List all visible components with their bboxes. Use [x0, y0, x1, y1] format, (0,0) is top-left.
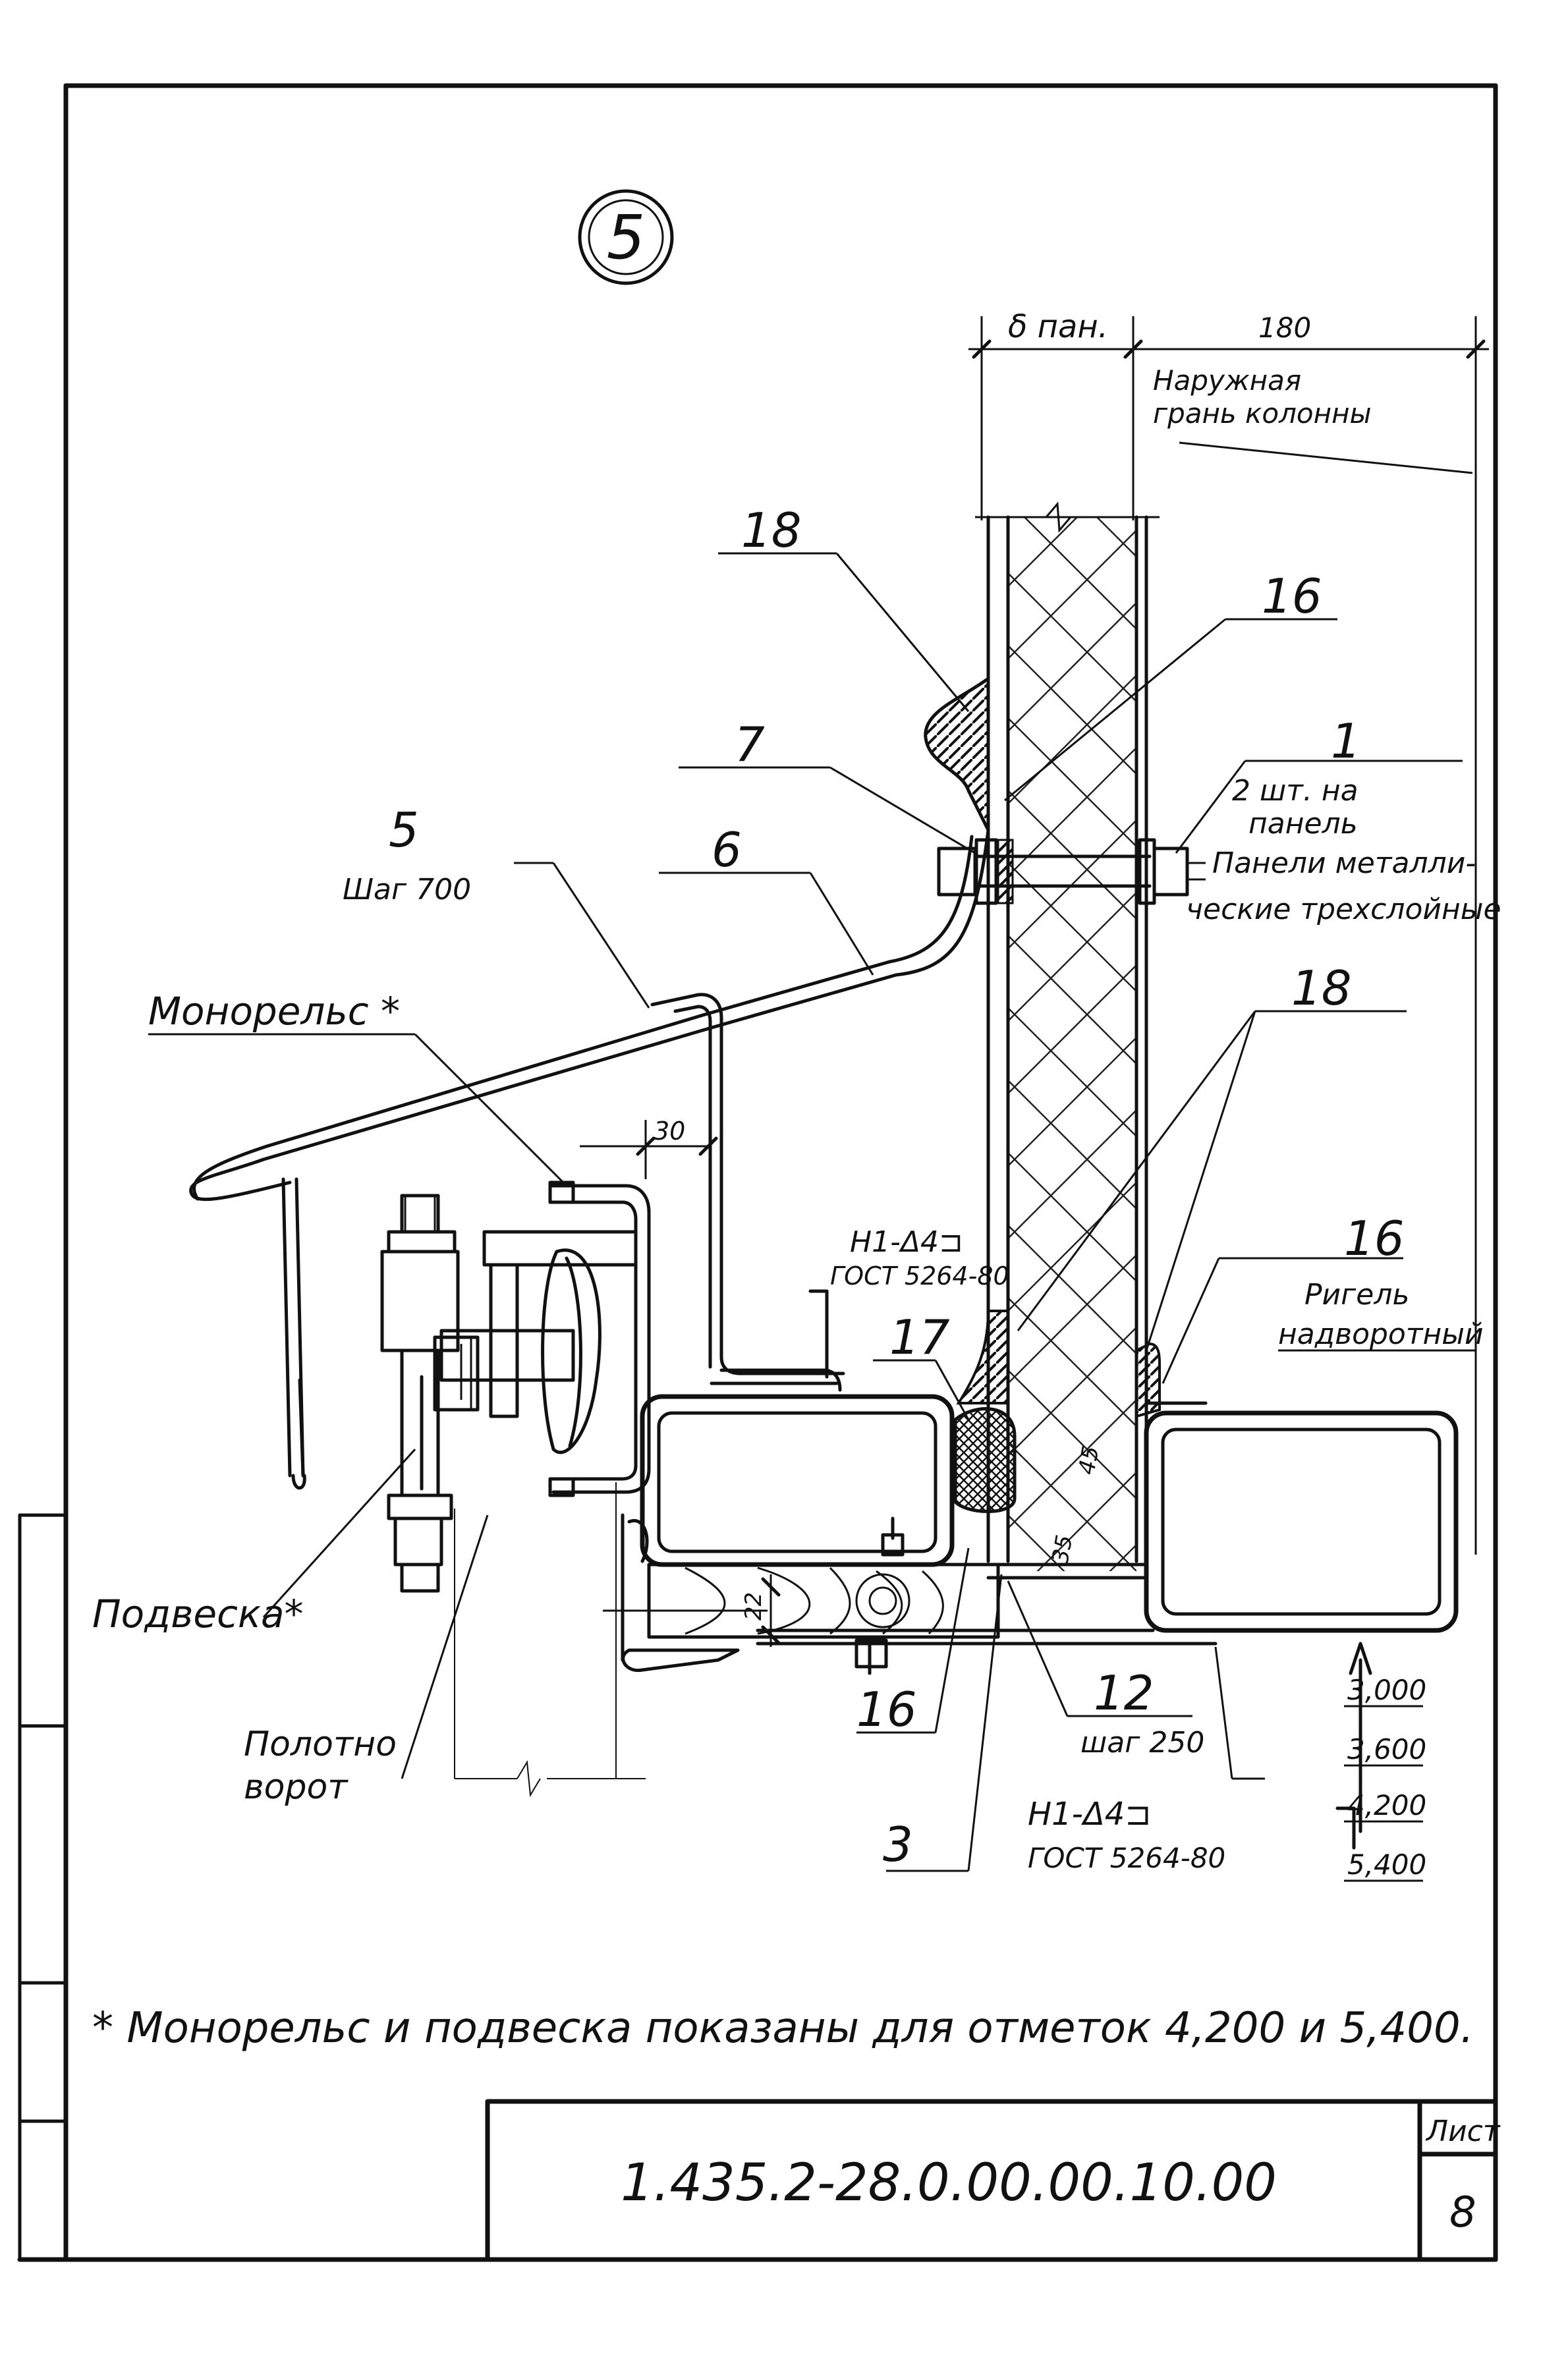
weld-bottom-2: ГОСТ 5264-80 — [1028, 1842, 1225, 1874]
pos-1-note-2: панель — [1248, 807, 1358, 841]
dim-panel-thickness: δ пан. — [1008, 308, 1108, 345]
pos-6: 6 — [712, 822, 742, 877]
elevations: 3,000 3,600 4,200 5,400 — [1344, 1674, 1426, 1882]
wood-block — [621, 1513, 1000, 1675]
monorail-label: Монорельс * — [148, 989, 400, 1034]
sandwich-panel — [975, 501, 1160, 1571]
monorail — [482, 1180, 651, 1497]
gate-leaf-1: Полотно — [244, 1725, 397, 1764]
suspension-label: Подвеска* — [92, 1592, 304, 1636]
pos-16-top: 16 — [1262, 569, 1322, 624]
pos-16-right: 16 — [1344, 1211, 1405, 1266]
pos-3: 3 — [883, 1817, 913, 1872]
seal-16-right — [1135, 1342, 1161, 1418]
bracket-5 — [650, 993, 845, 1375]
bottom-plate — [756, 1563, 1218, 1646]
pos-12-step: шаг 250 — [1080, 1726, 1204, 1760]
tube-right-crossbar — [1144, 1401, 1459, 1633]
dim-35: 35 — [1047, 1533, 1078, 1566]
suspension — [380, 1194, 460, 1593]
pos-5-step: Шаг 700 — [343, 873, 471, 906]
weld-top-2: ГОСТ 5264-80 — [830, 1262, 1009, 1291]
panels-note-1: Панели металли- — [1212, 846, 1476, 880]
pos-7: 7 — [735, 717, 765, 772]
flashing-6 — [189, 828, 990, 1490]
dim-22: 22 — [741, 1592, 767, 1621]
label-outer-face-1: Наружная — [1153, 364, 1301, 397]
view-number-marker: 5 — [578, 189, 674, 285]
pos-17: 17 — [889, 1310, 950, 1365]
roller — [433, 1248, 602, 1455]
pos-18-top: 18 — [741, 503, 802, 558]
crossbar-1: Ригель — [1304, 1278, 1409, 1312]
small-dimensions — [580, 1120, 781, 1647]
pos-1-note-1: 2 шт. на — [1232, 774, 1358, 808]
elevation-4: 5,400 — [1347, 1848, 1426, 1881]
tube-left — [640, 1368, 955, 1567]
rubber-seal-top — [924, 675, 990, 831]
elevation-2: 3,600 — [1347, 1733, 1426, 1765]
pos-16-bottom: 16 — [856, 1682, 917, 1737]
elevation-3: 4,200 — [1347, 1789, 1426, 1821]
crossbar-2: надворотный — [1278, 1318, 1484, 1351]
view-number: 5 — [607, 202, 646, 273]
seal-17 — [953, 1310, 1017, 1513]
title-block: Лист 8 1.435.2-28.0.00.00.10.00 — [485, 2099, 1501, 2262]
weld-bottom-1: Н1-Δ4⊐ — [1028, 1796, 1152, 1833]
pos-1: 1 — [1331, 713, 1361, 769]
pos-5: 5 — [389, 802, 419, 858]
leader-lines — [148, 552, 1476, 1872]
dim-180: 180 — [1258, 312, 1311, 344]
sheet-number: 8 — [1449, 2188, 1476, 2237]
footnote: * Монорельс и подвеска показаны для отме… — [92, 2004, 1474, 2053]
sheet-label: Лист — [1425, 2115, 1501, 2148]
elevation-1: 3,000 — [1347, 1674, 1426, 1706]
dim-45: 45 — [1073, 1444, 1104, 1477]
gate-leaf — [454, 1482, 646, 1798]
document-code: 1.435.2-28.0.00.00.10.00 — [621, 2153, 1277, 2213]
panels-note-2: ческие трехслойные — [1186, 893, 1501, 926]
labels: 18 16 7 1 2 шт. на панель Панели металли… — [92, 503, 1501, 1874]
top-dimension: δ пан. 180 Наружная грань колонны — [968, 308, 1489, 1555]
gate-leaf-2: ворот — [244, 1767, 349, 1807]
weld-top-1: Н1-Δ4⊐ — [850, 1225, 963, 1259]
pos-12: 12 — [1094, 1665, 1154, 1721]
label-outer-face-2: грань колонны — [1153, 397, 1372, 430]
dim-30: 30 — [654, 1117, 685, 1146]
pos-18-right: 18 — [1291, 960, 1352, 1016]
